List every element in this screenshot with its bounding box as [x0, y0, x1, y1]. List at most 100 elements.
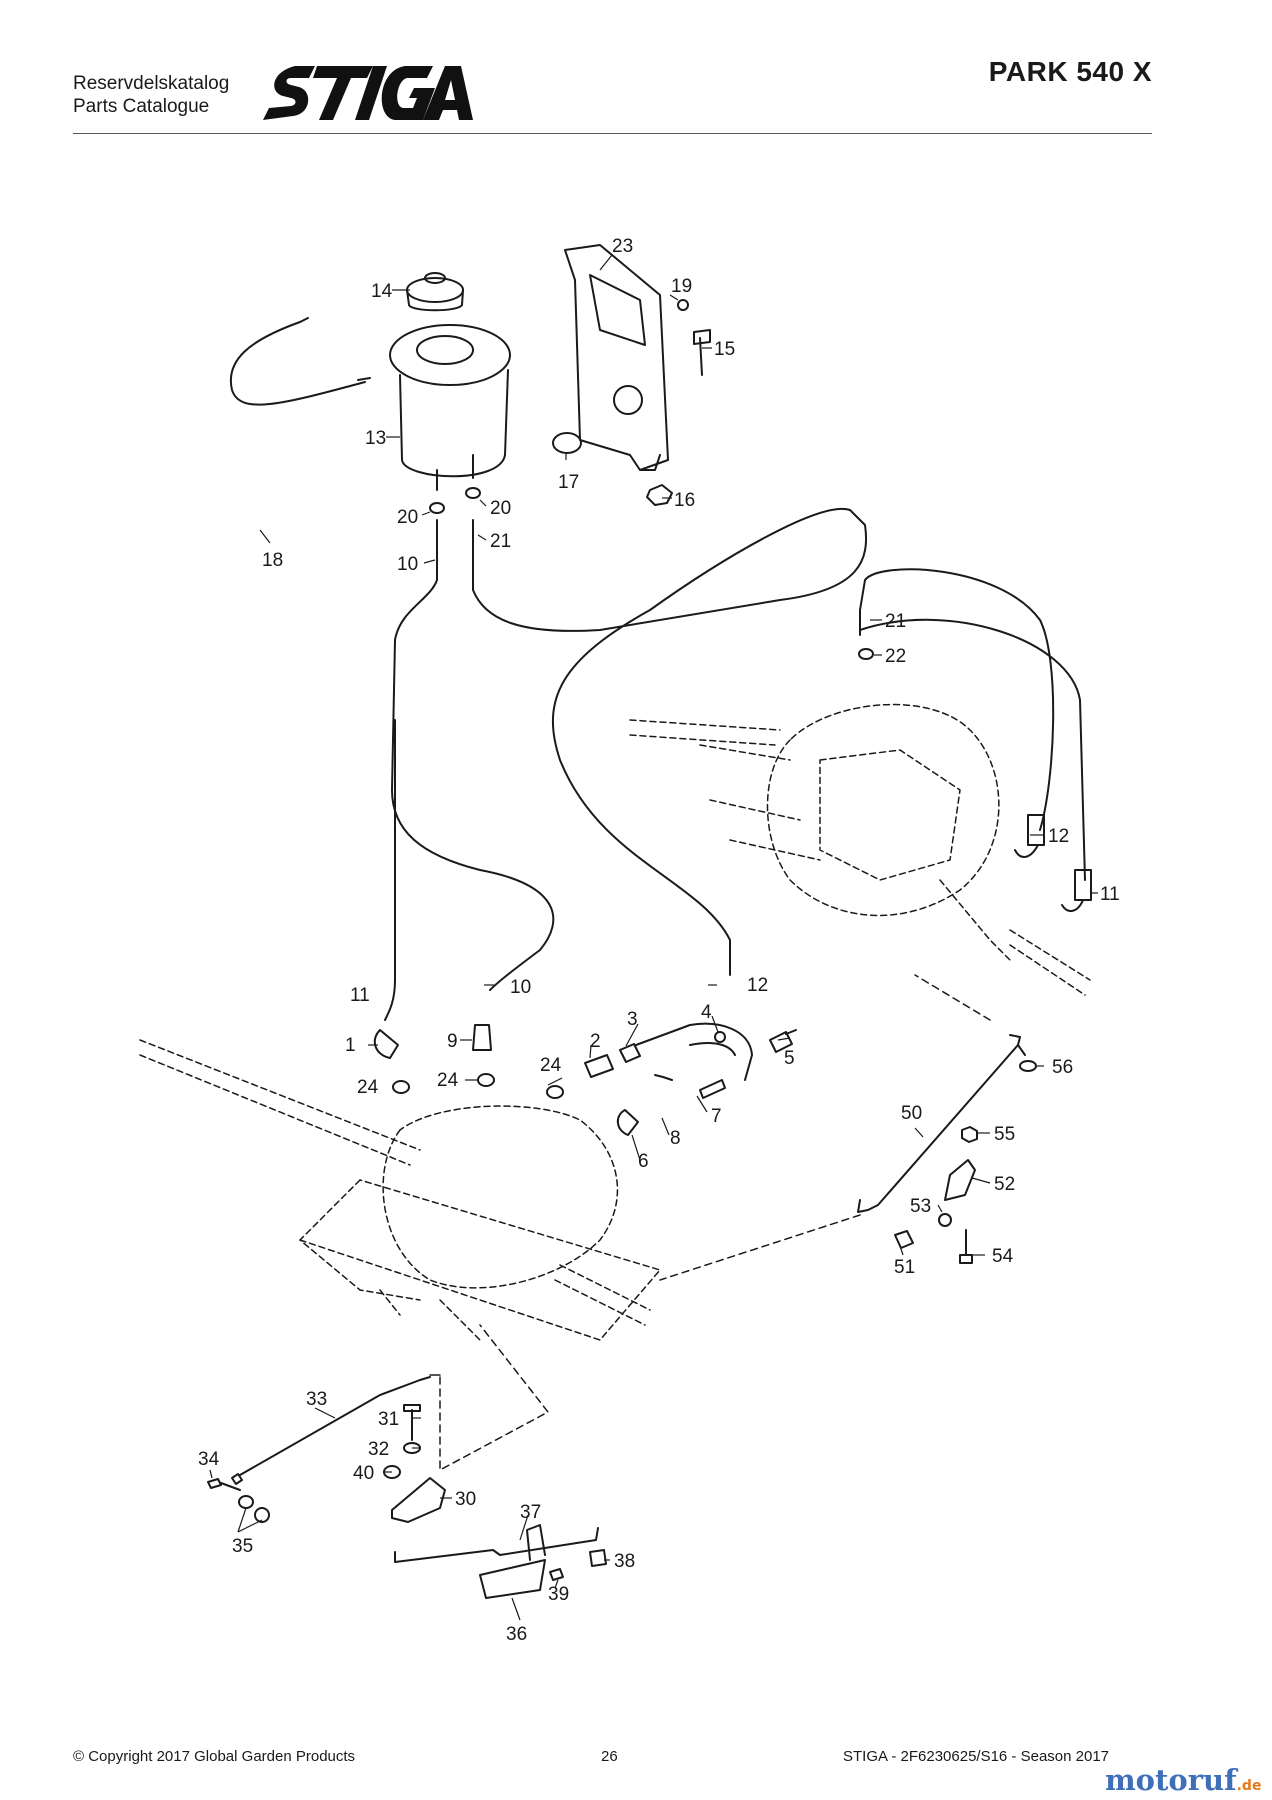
bushing-part-51 [894, 1230, 914, 1249]
washer-part-53 [938, 1213, 952, 1227]
fitting-part-12 [1014, 814, 1045, 858]
callout-10-upper: 10 [397, 554, 418, 575]
callout-32: 32 [368, 1439, 389, 1460]
transmission-front [139, 1039, 661, 1341]
callout-33: 33 [306, 1389, 327, 1410]
hose-part-11 [384, 618, 1086, 1021]
callout-1: 1 [345, 1035, 356, 1056]
callout-13: 13 [365, 428, 386, 449]
hose-part-10 [391, 519, 555, 991]
bolt-part-34 [207, 1478, 241, 1491]
nut-part-35b [254, 1507, 270, 1523]
callout-50: 50 [901, 1103, 922, 1124]
callout-15: 15 [714, 339, 735, 360]
callout-12-front: 12 [747, 975, 768, 996]
callout-34: 34 [198, 1449, 220, 1470]
callout-24-left: 24 [357, 1077, 379, 1098]
watermark-logo: motoruf.de [1105, 1763, 1261, 1797]
bolt-part-31 [403, 1404, 421, 1441]
callout-39: 39 [548, 1584, 569, 1605]
callout-2: 2 [590, 1031, 601, 1052]
screw-part-39 [549, 1568, 564, 1581]
fitting-part-11 [1061, 869, 1092, 912]
model-name: PARK 540 X [988, 56, 1152, 87]
callout-17: 17 [558, 472, 579, 493]
callout-labels: 23 19 14 15 13 17 16 18 20 20 10 21 21 2… [198, 236, 1120, 1645]
hose-part-21 [472, 507, 868, 976]
bracket-part-52 [944, 1159, 976, 1201]
callout-3: 3 [627, 1009, 638, 1030]
callout-56: 56 [1052, 1057, 1073, 1078]
callout-24-right: 24 [540, 1055, 562, 1076]
callout-10-front: 10 [510, 977, 531, 998]
callout-8: 8 [670, 1128, 681, 1149]
callout-36: 36 [506, 1624, 527, 1645]
callout-leaders [209, 254, 1098, 1621]
nut-part-16 [646, 484, 673, 506]
callout-18: 18 [262, 550, 283, 571]
callout-12-rear: 12 [1048, 826, 1069, 847]
callout-21-upper: 21 [490, 531, 511, 552]
callout-24-mid: 24 [437, 1070, 459, 1091]
header-divider [73, 133, 1152, 134]
callout-14: 14 [371, 281, 393, 302]
callout-16: 16 [674, 490, 695, 511]
bolt-part-54 [959, 1229, 973, 1264]
callout-38: 38 [614, 1551, 635, 1572]
footer-copyright: © Copyright 2017 Global Garden Products [73, 1748, 356, 1765]
callout-4: 4 [701, 1002, 712, 1023]
dashed-link-50 [659, 974, 991, 1281]
callout-52: 52 [994, 1174, 1015, 1195]
catalog-title-swedish: Reservdelskatalog [73, 73, 230, 94]
dashed-link-33 [429, 1324, 549, 1471]
washer-part-35a [238, 1495, 254, 1509]
catalog-title: Reservdelskatalog Parts Catalogue [73, 72, 229, 118]
callout-11-rear: 11 [1100, 884, 1120, 905]
callout-23: 23 [612, 236, 633, 257]
nut-part-19 [677, 299, 689, 311]
rod-part-50 [857, 1034, 1026, 1213]
callout-20-right: 20 [490, 498, 511, 519]
brand-logo [263, 66, 473, 120]
callout-22: 22 [885, 646, 906, 667]
nut-part-55 [961, 1126, 978, 1143]
hose-part-12 [859, 568, 1055, 831]
watermark-tld: .de [1236, 1778, 1262, 1794]
callout-9: 9 [447, 1031, 458, 1052]
grommet-part-17 [552, 432, 582, 454]
callout-11-front: 11 [350, 985, 370, 1006]
bolt-part-15 [693, 329, 711, 376]
callout-31: 31 [378, 1409, 399, 1430]
bracket-part-23 [564, 244, 669, 471]
cap-part-14 [406, 272, 464, 312]
strap-part-18 [229, 317, 371, 406]
bracket-part-36 [479, 1524, 546, 1599]
bracket-part-30 [391, 1477, 446, 1523]
footer-reference: STIGA - 2F6230625/S16 - Season 2017 [843, 1748, 1110, 1765]
callout-5: 5 [784, 1048, 795, 1069]
callout-55: 55 [994, 1124, 1015, 1145]
callout-54: 54 [992, 1246, 1014, 1267]
washer-part-56 [1019, 1060, 1037, 1072]
cap-part-38 [589, 1549, 607, 1567]
callout-20-left: 20 [397, 507, 418, 528]
cable-part-33 [231, 1376, 431, 1485]
reservoir-part-13 [389, 324, 511, 514]
rod-part-37 [394, 1527, 599, 1563]
washer-part-22 [858, 648, 874, 660]
catalog-title-english: Parts Catalogue [73, 96, 210, 117]
callout-37: 37 [520, 1502, 541, 1523]
callout-21-right: 21 [885, 611, 906, 632]
footer-page-number: 26 [601, 1748, 618, 1765]
callout-40: 40 [353, 1463, 374, 1484]
watermark-name: motoruf [1105, 1763, 1237, 1797]
callout-51: 51 [894, 1257, 915, 1278]
callout-7: 7 [711, 1106, 722, 1127]
callout-53: 53 [910, 1196, 931, 1217]
fittings-row [373, 1022, 797, 1136]
callout-19: 19 [671, 276, 692, 297]
callout-35: 35 [232, 1536, 253, 1557]
transmission-rear [629, 703, 1091, 996]
callout-30: 30 [455, 1489, 476, 1510]
